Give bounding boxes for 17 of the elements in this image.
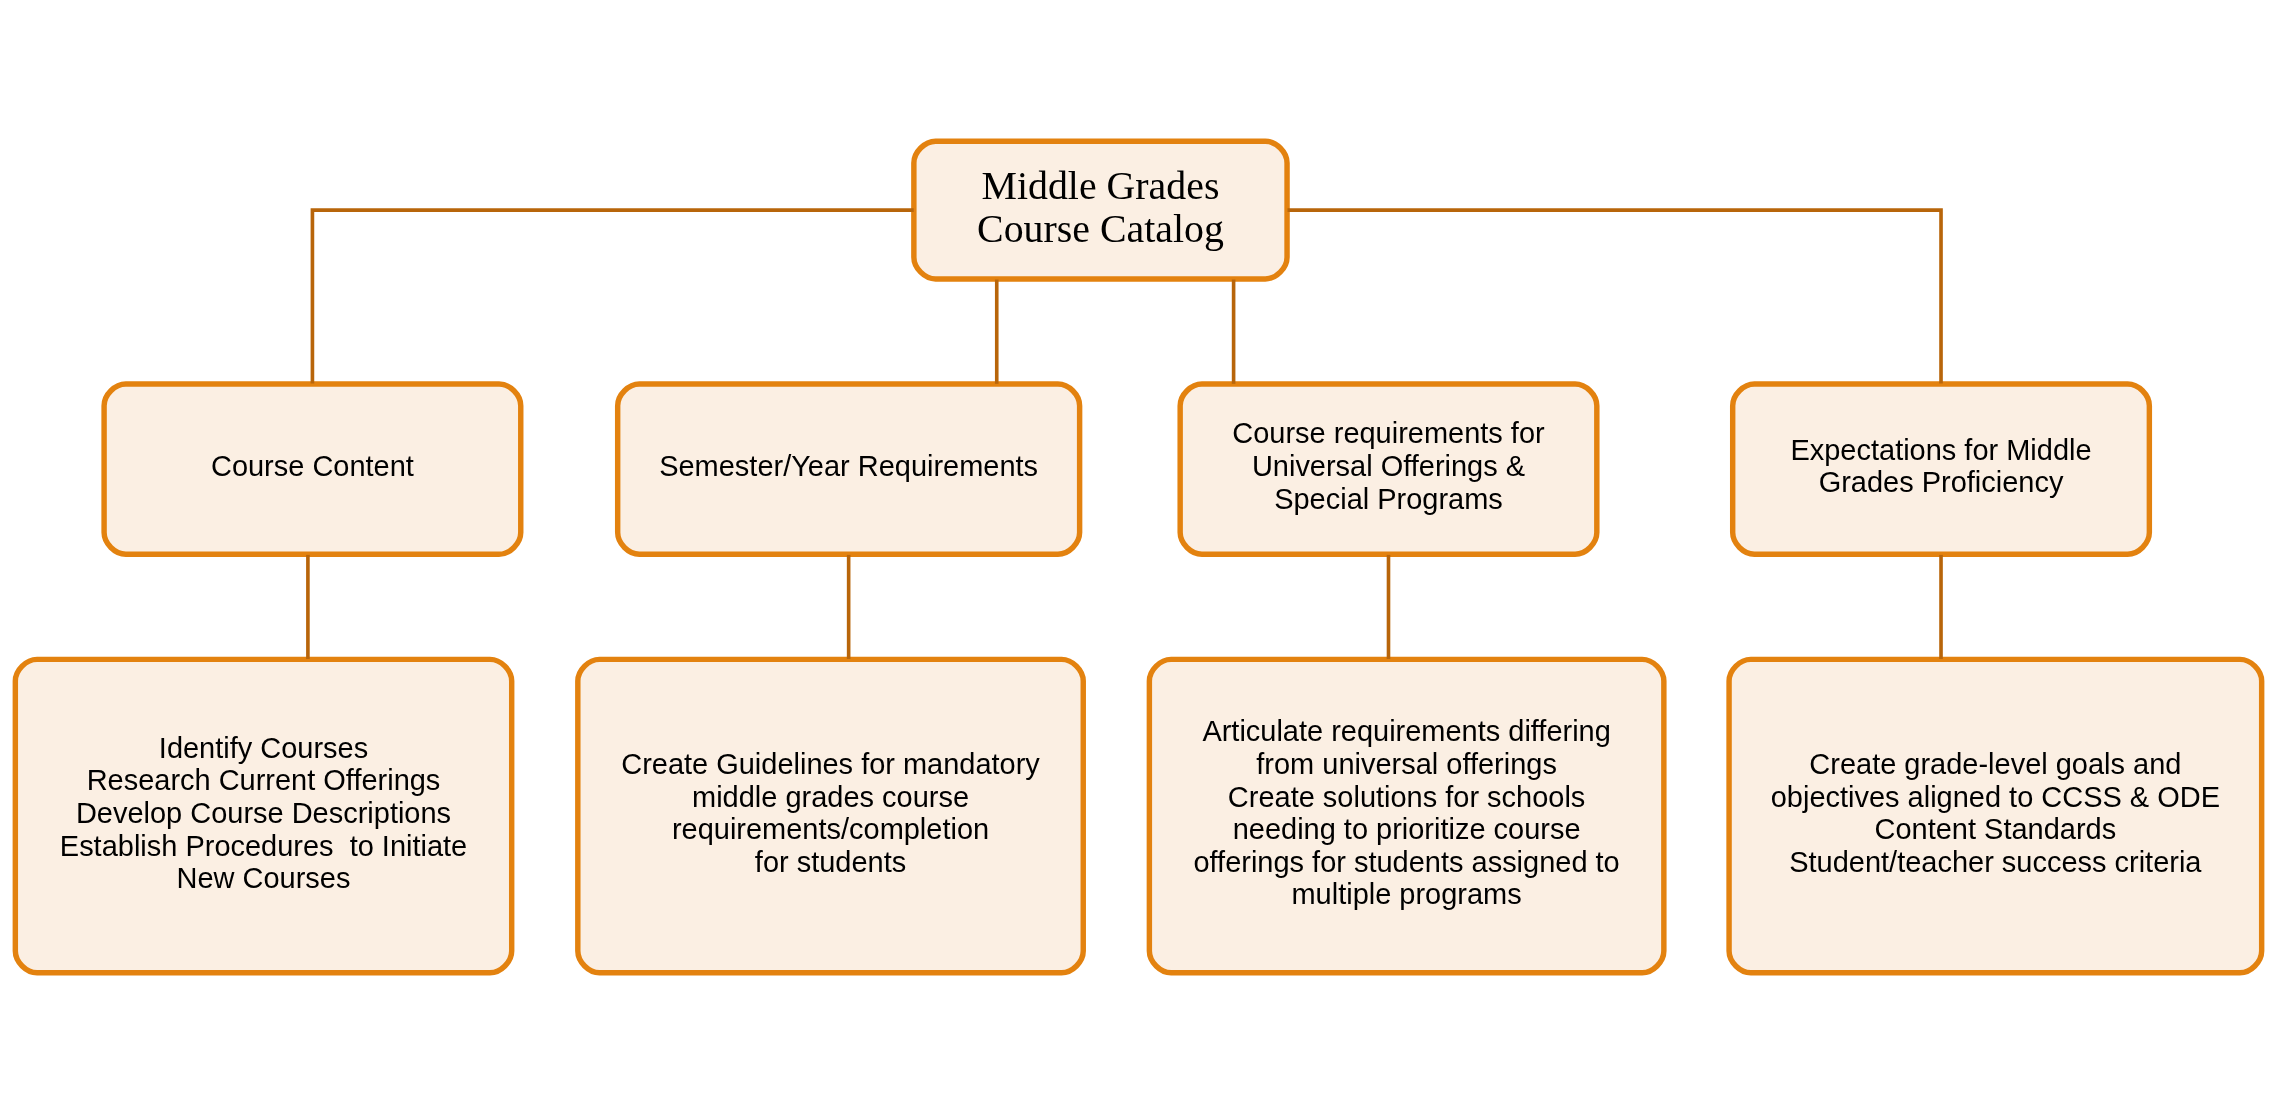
- connector: [1939, 554, 1943, 659]
- connector: [994, 279, 999, 384]
- connector: [1386, 554, 1391, 659]
- node-box: Semester/Year Requirements: [614, 381, 1083, 557]
- node-box: Course Content: [101, 381, 524, 557]
- connector: [846, 554, 851, 659]
- connector: [306, 554, 310, 659]
- connector: [1287, 208, 1943, 384]
- connector: [310, 208, 914, 384]
- node-box: Identify Courses Research Current Offerings Develop Course Descriptions Establish Procedures to Initiate New Courses: [12, 656, 515, 976]
- node-box: Middle Grades Course Catalog: [911, 138, 1290, 282]
- node-box: Course requirements for Universal Offerings & Special Programs: [1177, 381, 1600, 557]
- node-box: Articulate requirements differing from universal offerings Create solutions for schools needing to prioritize course offerings for students assigned to multiple programs: [1146, 656, 1667, 976]
- node-box: Create Guidelines for mandatory middle grades course requirements/completion for students: [575, 656, 1086, 976]
- node-box: Create grade-level goals and objectives aligned to CCSS & ODE Content Standards Student/teacher success criteria: [1726, 656, 2265, 976]
- node-box: Expectations for Middle Grades Proficiency: [1729, 381, 2153, 557]
- connector: [1231, 279, 1236, 384]
